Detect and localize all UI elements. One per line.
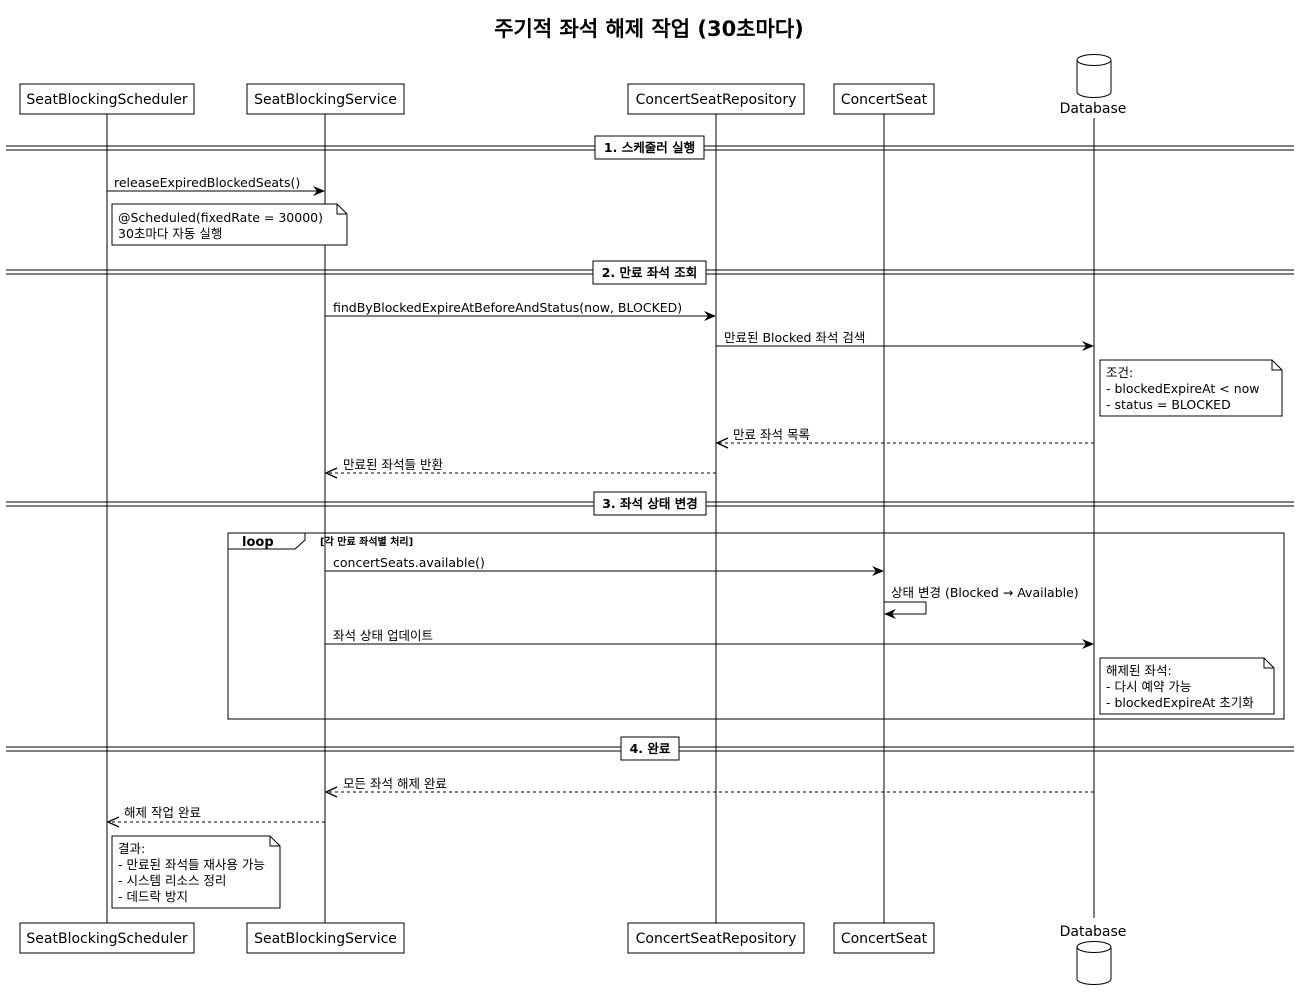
participant-label: ConcertSeatRepository (636, 931, 797, 947)
message-return-expired: 만료된 좌석들 반환 (324, 457, 716, 479)
message-search-blocked: 만료된 Blocked 좌석 검색 (716, 330, 1094, 351)
participant-seat-bottom: ConcertSeat (833, 922, 935, 954)
participant-scheduler-bottom: SeatBlockingScheduler (19, 922, 195, 954)
participant-database: Database (1060, 54, 1127, 117)
message-release-expired: releaseExpiredBlockedSeats() (107, 175, 325, 196)
participant-database-bottom: Database (1060, 924, 1127, 985)
note-scheduled: @Scheduled(fixedRate = 30000) 30초마다 자동 실… (111, 203, 348, 246)
message-label: 상태 변경 (Blocked → Available) (891, 585, 1079, 600)
message-find-expired: findByBlockedExpireAtBeforeAndStatus(now… (325, 300, 716, 321)
divider-label: 1. 스케줄러 실행 (604, 140, 695, 155)
message-label: 만료 좌석 목록 (733, 427, 810, 442)
note-line: 30초마다 자동 실행 (118, 226, 222, 241)
note-line: 결과: (118, 841, 145, 856)
participant-label: SeatBlockingService (254, 931, 397, 947)
participant-seat: ConcertSeat (833, 83, 935, 115)
note-line: 조건: (1106, 365, 1133, 380)
database-icon (1076, 54, 1112, 98)
participant-label: ConcertSeat (841, 931, 928, 947)
database-icon (1076, 941, 1112, 985)
participant-repository: ConcertSeatRepository (627, 83, 805, 115)
note-released-seats: 해제된 좌석: - 다시 예약 가능 - blockedExpireAt 초기화 (1099, 657, 1275, 715)
note-line: - status = BLOCKED (1106, 397, 1231, 412)
message-label: concertSeats.available() (333, 555, 485, 570)
participants-bottom: SeatBlockingScheduler SeatBlockingServic… (19, 922, 1127, 985)
message-label: 좌석 상태 업데이트 (333, 628, 433, 643)
participant-label: Database (1060, 101, 1127, 117)
message-label: releaseExpiredBlockedSeats() (114, 175, 300, 190)
note-line: - blockedExpireAt 초기화 (1106, 695, 1254, 710)
message-label: findByBlockedExpireAtBeforeAndStatus(now… (333, 300, 682, 315)
participant-service-bottom: SeatBlockingService (246, 922, 405, 954)
message-release-done: 해제 작업 완료 (106, 805, 325, 828)
message-label: 모든 좌석 해제 완료 (343, 776, 447, 791)
participant-label: ConcertSeat (841, 92, 928, 108)
participant-repository-bottom: ConcertSeatRepository (627, 922, 805, 954)
message-self-state-change: 상태 변경 (Blocked → Available) (884, 585, 1079, 619)
note-line: - 만료된 좌석들 재사용 가능 (118, 857, 265, 872)
divider-2: 2. 만료 좌석 조회 (6, 260, 1294, 285)
message-label: 만료된 Blocked 좌석 검색 (724, 330, 865, 345)
note-line: 해제된 좌석: (1106, 663, 1172, 678)
participant-scheduler: SeatBlockingScheduler (19, 83, 195, 115)
divider-4: 4. 완료 (6, 736, 1294, 761)
diagram-title: 주기적 좌석 해제 작업 (30초마다) (494, 17, 804, 41)
loop-condition: [각 만료 좌석별 처리] (320, 535, 413, 548)
divider-1: 1. 스케줄러 실행 (6, 135, 1294, 160)
message-all-released: 모든 좌석 해제 완료 (324, 776, 1094, 798)
loop-keyword: loop (242, 535, 274, 550)
message-expired-list: 만료 좌석 목록 (715, 427, 1094, 449)
participant-label: SeatBlockingService (254, 92, 397, 108)
note-line: - blockedExpireAt < now (1106, 381, 1260, 396)
divider-label: 2. 만료 좌석 조회 (602, 265, 698, 280)
participant-label: ConcertSeatRepository (636, 92, 797, 108)
participant-label: SeatBlockingScheduler (26, 92, 187, 108)
message-update-status: 좌석 상태 업데이트 (325, 628, 1094, 649)
divider-label: 3. 좌석 상태 변경 (602, 496, 698, 511)
note-line: - 다시 예약 가능 (1106, 679, 1191, 694)
divider-label: 4. 완료 (630, 741, 671, 756)
message-label: 해제 작업 완료 (124, 805, 201, 820)
loop-frame: loop [각 만료 좌석별 처리] (227, 532, 1285, 720)
message-available: concertSeats.available() (325, 555, 884, 576)
note-line: @Scheduled(fixedRate = 30000) (118, 210, 323, 225)
participants-top: SeatBlockingScheduler SeatBlockingServic… (19, 54, 1127, 117)
participant-label: Database (1060, 924, 1127, 940)
lifelines (106, 114, 1095, 923)
note-line: - 시스템 리소스 정리 (118, 873, 226, 888)
note-conditions: 조건: - blockedExpireAt < now - status = B… (1099, 359, 1283, 417)
divider-3: 3. 좌석 상태 변경 (6, 491, 1294, 516)
note-result: 결과: - 만료된 좌석들 재사용 가능 - 시스템 리소스 정리 - 데드락 … (111, 835, 281, 909)
participant-service: SeatBlockingService (246, 83, 405, 115)
note-line: - 데드락 방지 (118, 889, 188, 904)
message-label: 만료된 좌석들 반환 (343, 457, 443, 472)
participant-label: SeatBlockingScheduler (26, 931, 187, 947)
